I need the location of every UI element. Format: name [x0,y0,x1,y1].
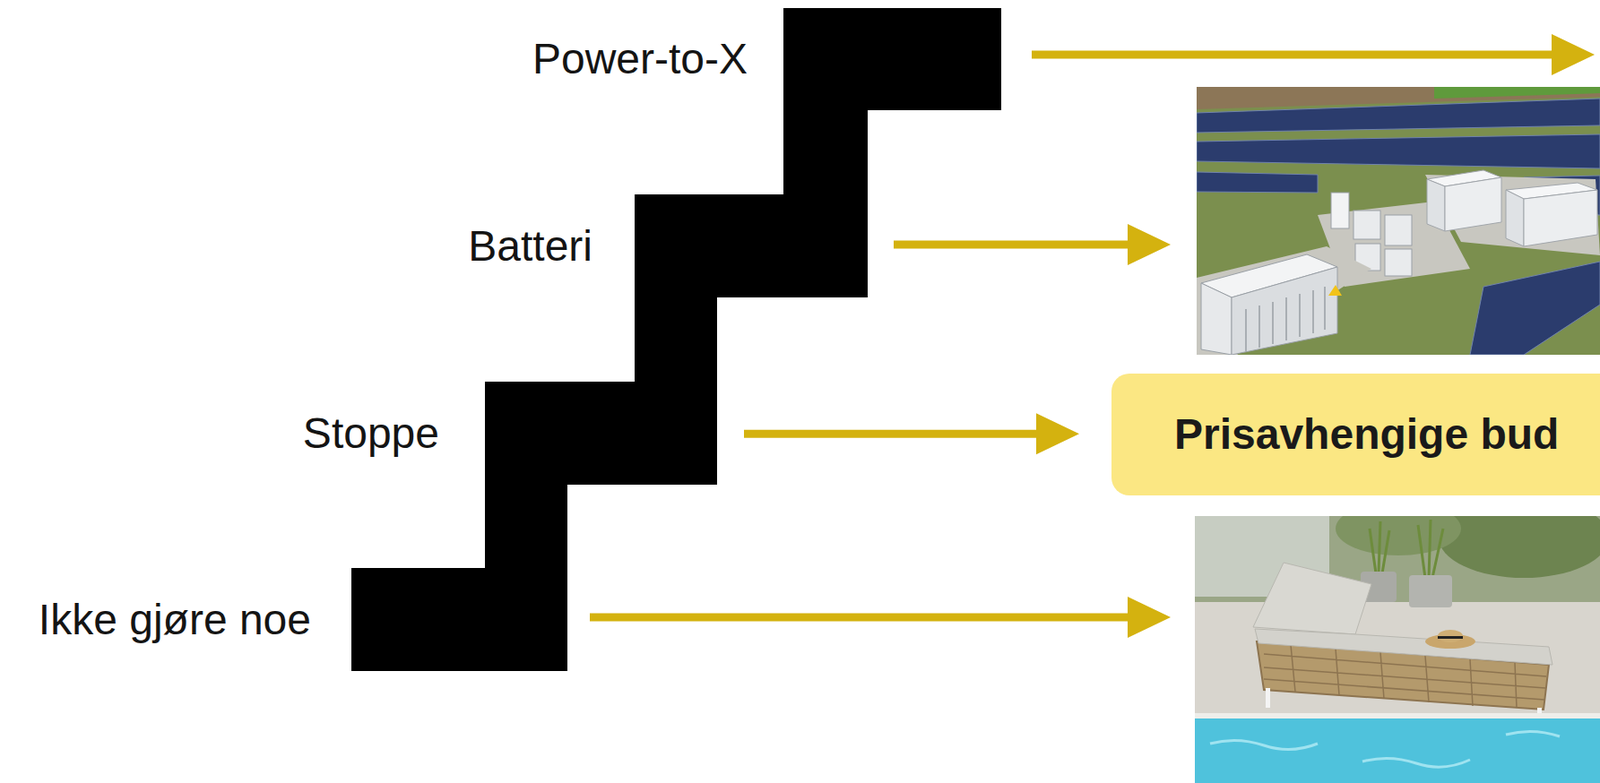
lounger-backrest [1253,562,1372,635]
concrete-pad [1425,174,1600,256]
grass [1196,86,1600,355]
stair-step: Batteri [634,194,868,298]
connector-line [743,430,1040,439]
option-box: Prisavhengige bud [1111,373,1600,496]
pool-photo [1194,516,1600,783]
lounger-leg [1265,688,1271,709]
container-side [1505,190,1524,247]
pool-water [1194,717,1600,783]
deck [1194,602,1600,718]
solar-row [1196,98,1600,133]
warning-sign [1328,285,1342,296]
battery-rack [1384,215,1412,246]
staircase [351,8,1002,672]
battery-rack [1384,249,1412,277]
step-label: Stoppe [302,409,440,458]
hat-crown [1437,630,1463,643]
step-label: Batteri [467,222,593,270]
container-grille [1245,286,1325,352]
container-front [1523,190,1598,247]
hat-band [1437,636,1463,640]
step-label: Ikke gjøre noe [38,596,312,644]
container-side [1231,267,1338,355]
arrow-line [893,241,1132,250]
plant-pot [1409,575,1453,608]
solar-row [1196,134,1600,169]
solar-row [1470,261,1600,355]
container-front [1444,177,1502,232]
solar-row [1196,172,1318,193]
arrow-head [1127,224,1171,266]
field-strip [1434,86,1600,99]
cabinet [1331,192,1350,229]
arrow-head [1551,34,1595,76]
lounger-cushion [1254,629,1553,666]
concrete-pad [1196,246,1372,355]
foliage [1438,516,1600,579]
water-ripple [1210,731,1560,768]
plant [1369,519,1444,579]
box-label: Prisavhengige bud [1174,411,1559,459]
stair-step: Power-to-X [783,8,1002,111]
container-side [1427,179,1445,232]
arrow-head [1127,596,1171,639]
stair-step: Ikke gjøre noe [351,568,568,672]
battery-photo [1196,86,1600,355]
container-front [1201,283,1232,355]
pool-edge [1194,713,1600,719]
arrow-line [589,614,1132,623]
arrow-head [1036,413,1080,455]
arrow-line [1031,51,1556,60]
arrow-connector [743,413,1080,455]
battery-rack [1353,210,1381,240]
stair-step: Stoppe [484,381,718,485]
step-label: Power-to-X [532,35,748,84]
